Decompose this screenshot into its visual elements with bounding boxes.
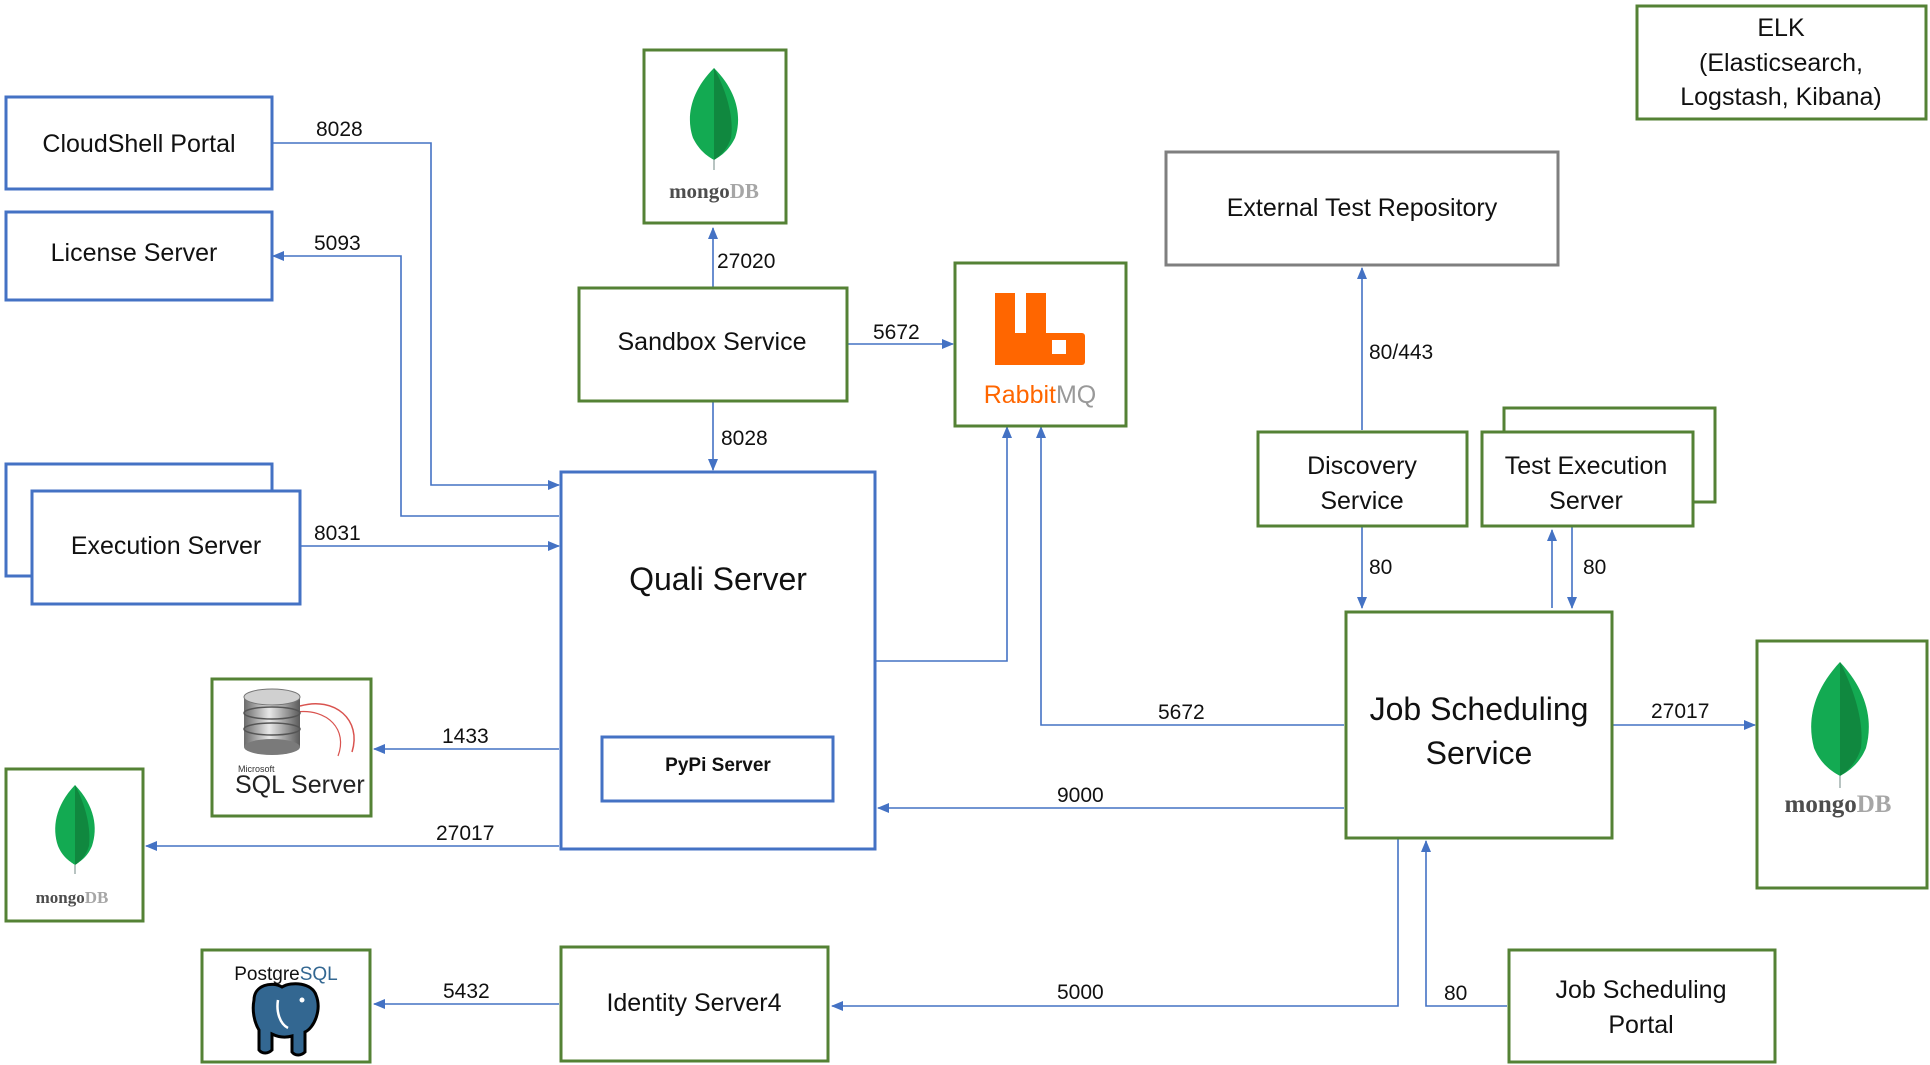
node-test-execution-server[interactable]: Test Execution Server	[1480, 406, 1717, 528]
connector-jobs-to-rabbit	[1036, 426, 1344, 726]
discovery-service-label-line2: Service	[1320, 487, 1403, 515]
port-label-jobs-quali: 9000	[1057, 784, 1104, 807]
node-cloudshell-portal[interactable]: CloudShell Portal	[4, 95, 274, 191]
node-mongodb-top[interactable]: mongoDB	[642, 48, 788, 225]
port-label-quali-mongo: 27017	[436, 822, 494, 845]
port-label-jobs-mongo: 27017	[1651, 700, 1709, 723]
mongodb-wordmark: mongoDB	[36, 888, 109, 907]
rabbitmq-wordmark: RabbitMQ	[984, 381, 1097, 409]
port-label-jobs-testexec: 80	[1583, 556, 1606, 579]
node-execution-server[interactable]: Execution Server	[4, 462, 302, 606]
external-test-repository-label: External Test Repository	[1227, 194, 1498, 222]
discovery-service-label-line1: Discovery	[1307, 452, 1417, 480]
mongodb-leaf-icon	[1811, 662, 1869, 788]
node-mongodb-left[interactable]: mongoDB	[4, 767, 145, 923]
port-label-discovery-jobs: 80	[1369, 556, 1392, 579]
pypi-server-label: PyPi Server	[665, 755, 771, 776]
sandbox-service-label: Sandbox Service	[617, 328, 806, 356]
elk-label-line3: Logstash, Kibana)	[1680, 83, 1882, 111]
job-scheduling-portal-label-line1: Job Scheduling	[1556, 976, 1727, 1004]
connector-jobs-to-identity	[831, 838, 1399, 1011]
connector-cloudshell-to-quali	[272, 142, 560, 490]
port-label-discovery-repo: 80/443	[1369, 341, 1433, 364]
mongodb-wordmark: mongoDB	[1785, 791, 1892, 818]
sql-server-wordmark: SQL Server	[235, 771, 365, 799]
port-label-identity-postgres: 5432	[443, 980, 490, 1003]
connector-quali-to-rabbit	[876, 426, 1012, 662]
sql-server-database-icon	[243, 688, 355, 757]
node-postgresql[interactable]: PostgreSQL	[200, 948, 372, 1064]
node-external-test-repository[interactable]: External Test Repository	[1164, 150, 1560, 267]
postgresql-elephant-icon	[251, 982, 320, 1057]
port-label-sandbox-mongo: 27020	[717, 250, 775, 273]
node-pypi-server[interactable]: PyPi Server	[600, 735, 835, 803]
license-server-label: License Server	[51, 239, 218, 267]
node-identity-server[interactable]: Identity Server4	[559, 945, 830, 1063]
mongodb-leaf-icon	[55, 785, 95, 874]
port-label-quali-sql: 1433	[442, 725, 489, 748]
connector-quali-to-license	[272, 251, 559, 517]
identity-server-label: Identity Server4	[606, 989, 781, 1017]
connectors	[145, 142, 1756, 1011]
node-rabbitmq[interactable]: RabbitMQ	[953, 261, 1128, 428]
job-scheduling-portal-label-line2: Portal	[1608, 1011, 1673, 1039]
port-label-sandbox-quali: 8028	[721, 427, 768, 450]
elk-label-line2: (Elasticsearch,	[1699, 49, 1863, 77]
node-license-server[interactable]: License Server	[4, 210, 274, 302]
node-job-scheduling-portal[interactable]: Job Scheduling Portal	[1507, 948, 1777, 1064]
connector-portal-to-jobs	[1421, 840, 1507, 1007]
cloudshell-portal-label: CloudShell Portal	[42, 130, 235, 158]
port-label-sandbox-rabbit: 5672	[873, 321, 920, 344]
port-label-quali-license: 5093	[314, 232, 361, 255]
node-discovery-service[interactable]: Discovery Service	[1256, 430, 1469, 528]
node-job-scheduling-service[interactable]: Job Scheduling Service	[1344, 610, 1614, 840]
node-elk[interactable]: ELK (Elasticsearch, Logstash, Kibana)	[1635, 4, 1928, 121]
postgresql-wordmark: PostgreSQL	[234, 964, 338, 985]
node-quali-server[interactable]: Quali Server PyPi Server	[559, 470, 877, 851]
node-sandbox-service[interactable]: Sandbox Service	[577, 286, 849, 403]
port-label-cloudshell-quali: 8028	[316, 118, 363, 141]
job-scheduling-service-label-line2: Service	[1426, 735, 1533, 771]
quali-server-label: Quali Server	[629, 561, 807, 597]
port-label-portal-jobs: 80	[1444, 982, 1467, 1005]
mongodb-wordmark: mongoDB	[669, 179, 759, 203]
sql-server-vendor: Microsoft	[238, 764, 275, 774]
node-sql-server[interactable]: Microsoft SQL Server	[210, 677, 373, 818]
port-label-jobs-rabbit: 5672	[1158, 701, 1205, 724]
execution-server-label: Execution Server	[71, 532, 261, 560]
node-mongodb-right[interactable]: mongoDB	[1755, 639, 1929, 890]
mongodb-leaf-icon	[689, 68, 739, 170]
port-label-execution-quali: 8031	[314, 522, 361, 545]
test-execution-server-label-line1: Test Execution	[1505, 452, 1668, 480]
job-scheduling-service-label-line1: Job Scheduling	[1370, 691, 1589, 727]
port-labels: 8028 5093 8031 27020 5672 8028 1433 2701…	[314, 118, 1709, 1005]
rabbitmq-logo-icon	[995, 293, 1085, 365]
port-label-jobs-identity: 5000	[1057, 981, 1104, 1004]
test-execution-server-label-line2: Server	[1549, 487, 1623, 515]
elk-label-line1: ELK	[1757, 14, 1805, 42]
